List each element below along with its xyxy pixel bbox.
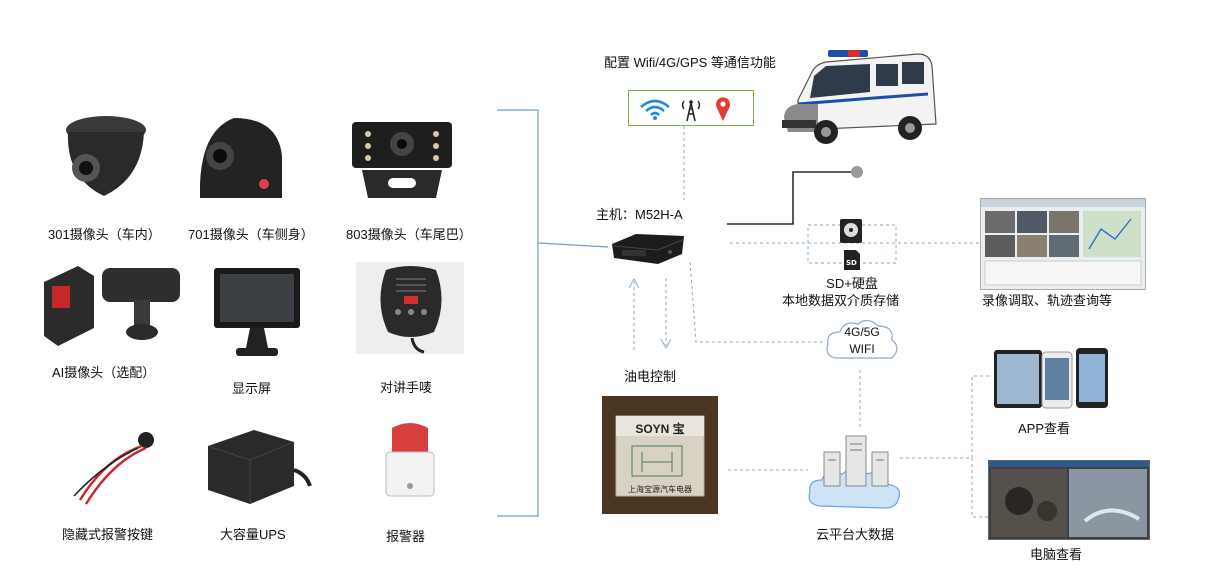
ups-icon <box>202 426 314 508</box>
device-label-monitor: 显示屏 <box>232 381 272 396</box>
oil-up-arrowhead <box>628 277 640 289</box>
vehicle-image <box>778 40 942 150</box>
hard-disk-icon <box>838 218 864 244</box>
storage-line1: SD+硬盘 <box>826 276 878 291</box>
rear-camera-icon <box>348 118 456 202</box>
side-camera-icon <box>194 112 288 204</box>
relay-image <box>602 396 718 514</box>
oil-down-arrowhead <box>660 338 672 350</box>
sd-card-icon: SD <box>842 248 862 272</box>
comm-icon-strip <box>628 90 754 126</box>
signal-tower-icon <box>681 100 701 122</box>
cloud-platform-label: 云平台大数据 <box>816 527 895 542</box>
host-to-vehicle-line <box>727 171 856 225</box>
vehicle-node <box>851 166 863 178</box>
device-label-ai: AI摄像头（选配） <box>52 365 156 380</box>
device-label-mic: 对讲手唛 <box>380 380 433 395</box>
device-label-siren: 报警器 <box>386 529 426 544</box>
network-line2: WIFI <box>849 342 875 356</box>
location-pin-icon <box>716 97 730 121</box>
comm-title: 配置 Wifi/4G/GPS 等通信功能 <box>604 55 776 70</box>
pc-label: 电脑查看 <box>1030 547 1083 562</box>
network-cloud-icon <box>822 314 902 370</box>
relay-maker-text: 上海宝源汽车电器 <box>628 485 692 494</box>
wifi-icon <box>640 99 670 120</box>
siren-icon <box>380 418 440 500</box>
device-label-ups: 大容量UPS <box>220 527 286 542</box>
cloud-to-clients-line <box>900 375 990 518</box>
app-label: APP查看 <box>1018 421 1071 436</box>
handheld-mic-icon <box>356 262 464 354</box>
bracket-to-host-line <box>537 242 609 248</box>
oil-control-label: 油电控制 <box>624 369 677 384</box>
playback-label: 录像调取、轨迹查询等 <box>982 293 1113 308</box>
alarm-button-icon <box>66 428 168 508</box>
device-label-803: 803摄像头（车尾巴） <box>346 227 472 242</box>
monitor-icon <box>210 264 306 360</box>
dome-camera-icon <box>56 108 152 206</box>
pc-view-image <box>988 460 1150 540</box>
storage-line2: 本地数据双介质存储 <box>782 293 900 308</box>
host-to-network-line <box>689 261 826 343</box>
svg-text:SD: SD <box>846 259 857 267</box>
relay-brand-text: SOYN 宝 <box>635 422 685 436</box>
device-label-301: 301摄像头（车内） <box>48 227 161 242</box>
cloud-server-icon <box>804 430 908 514</box>
network-line1: 4G/5G <box>844 325 880 339</box>
ai-camera-icon <box>38 262 184 352</box>
device-label-701: 701摄像头（车侧身） <box>188 227 314 242</box>
device-bracket-line <box>497 109 539 517</box>
app-devices-image <box>994 348 1118 410</box>
device-label-alarm-button: 隐藏式报警按键 <box>62 527 154 542</box>
host-label: 主机：M52H-A <box>596 207 683 222</box>
host-device-icon <box>608 228 688 268</box>
playback-screenshot <box>980 198 1146 290</box>
